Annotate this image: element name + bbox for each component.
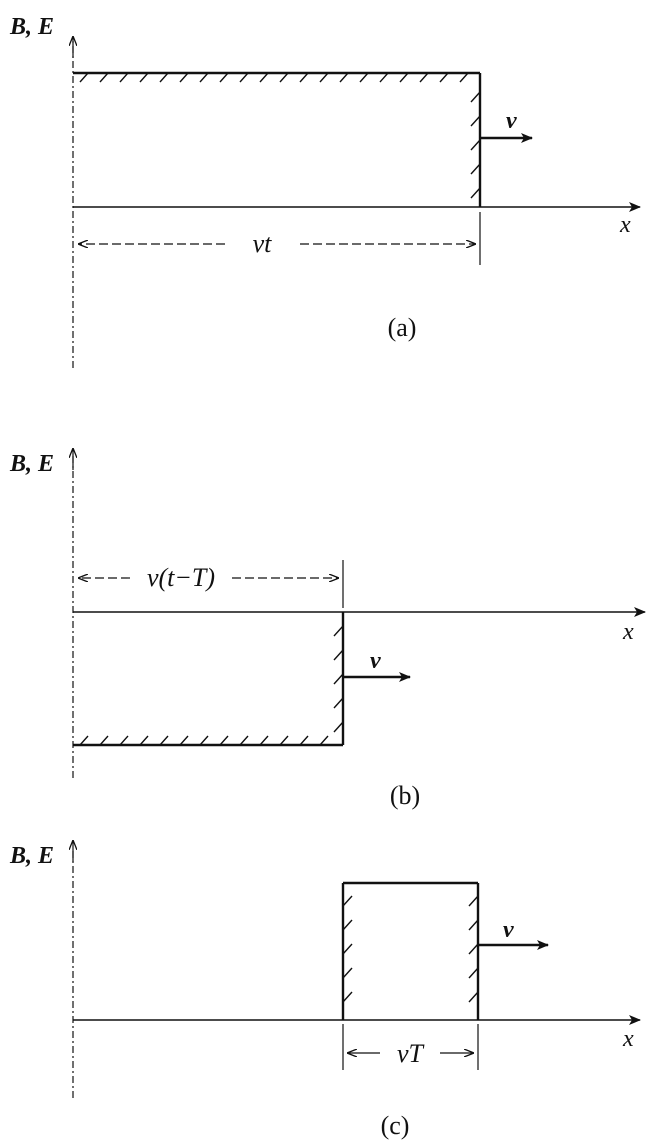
panel-c: B, E x v vT (c) bbox=[9, 840, 641, 1140]
hatching-b bbox=[79, 625, 344, 746]
y-axis-label-a: B, E bbox=[9, 14, 54, 40]
x-axis-label-a: x bbox=[619, 212, 631, 238]
dimension-label-c: vT bbox=[397, 1039, 425, 1068]
panel-b: B, E x v v(t−T) (b) bbox=[9, 448, 646, 810]
y-axis-label-c: B, E bbox=[9, 843, 54, 869]
dimension-label-a: vt bbox=[253, 229, 273, 258]
velocity-label-b: v bbox=[370, 648, 381, 674]
y-axis-label-b: B, E bbox=[9, 451, 54, 477]
caption-a: (a) bbox=[388, 313, 417, 342]
x-axis-label-c: x bbox=[622, 1026, 634, 1052]
dimension-label-b: v(t−T) bbox=[147, 563, 215, 592]
caption-b: (b) bbox=[390, 781, 420, 810]
caption-c: (c) bbox=[381, 1111, 410, 1140]
velocity-label-a: v bbox=[506, 108, 517, 134]
velocity-label-c: v bbox=[503, 917, 514, 943]
hatching-c bbox=[342, 895, 479, 1003]
panel-a: B, E x v vt (a) bbox=[9, 14, 641, 368]
x-axis-label-b: x bbox=[622, 619, 634, 645]
hatching-a bbox=[79, 72, 481, 199]
